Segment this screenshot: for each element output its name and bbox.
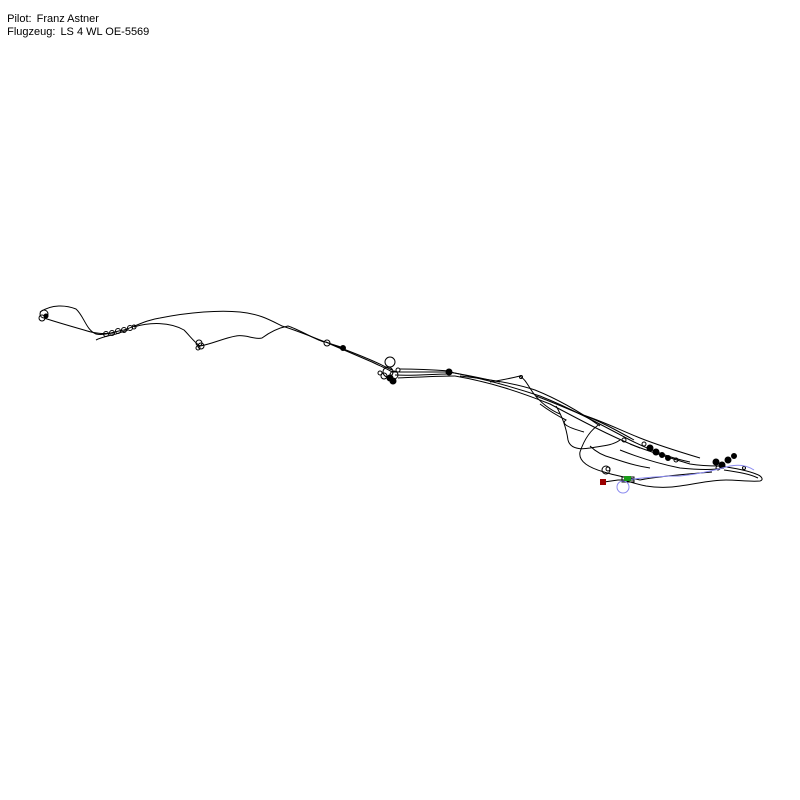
flight-track: [38, 305, 763, 488]
pilot-label: Pilot:: [7, 13, 32, 25]
finish-marker: [624, 476, 631, 481]
start-marker: [600, 479, 606, 485]
final-glide-track: [616, 464, 755, 494]
aircraft-name: LS 4 WL OE-5569: [60, 26, 150, 38]
pilot-name: Franz Astner: [36, 13, 99, 25]
aircraft-label: Flugzeug:: [7, 26, 56, 38]
flight-info-header: Pilot: Franz Astner Flugzeug: LS 4 WL OE-5…: [1, 0, 154, 39]
